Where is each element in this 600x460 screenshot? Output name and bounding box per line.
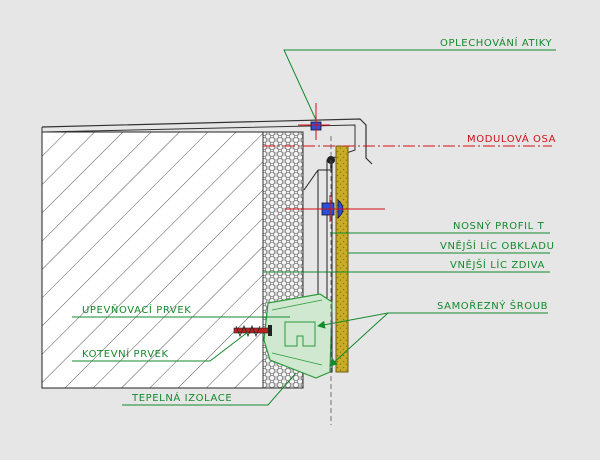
label-tepelna-izolace: TEPELNÁ IZOLACE [131,391,232,404]
masonry-wall [41,131,264,389]
axis-marker-mid [285,195,385,222]
leader-oplechovani [283,49,556,121]
label-oplechovani-atiky: OPLECHOVÁNÍ ATIKY [440,36,553,49]
cladding-panel [335,145,349,373]
fixing-bracket [263,293,333,379]
label-vnejsi-lic-zdiva: VNĚJŠÍ LÍC ZDIVA [450,258,545,271]
axis-marker-top [298,103,330,140]
label-nosny-profil: NOSNÝ PROFIL T [453,219,545,232]
leader-kotevni-prvek [72,331,249,362]
label-modulova-osa: MODULOVÁ OSA [467,132,556,145]
label-kotevni-prvek: KOTEVNÍ PRVEK [82,347,169,360]
leader-tepelna-izolace [122,372,297,406]
anchor-bolt [233,324,272,338]
leader-samorezny-sroub [317,312,548,367]
label-samorezny-sroub: SAMOŘEZNÝ ŠROUB [437,299,548,312]
label-upevnovaci-prvek: UPEVŇOVACÍ PRVEK [82,303,191,316]
label-vnejsi-lic-obkladu: VNĚJŠÍ LÍC OBKLADU [440,239,555,252]
